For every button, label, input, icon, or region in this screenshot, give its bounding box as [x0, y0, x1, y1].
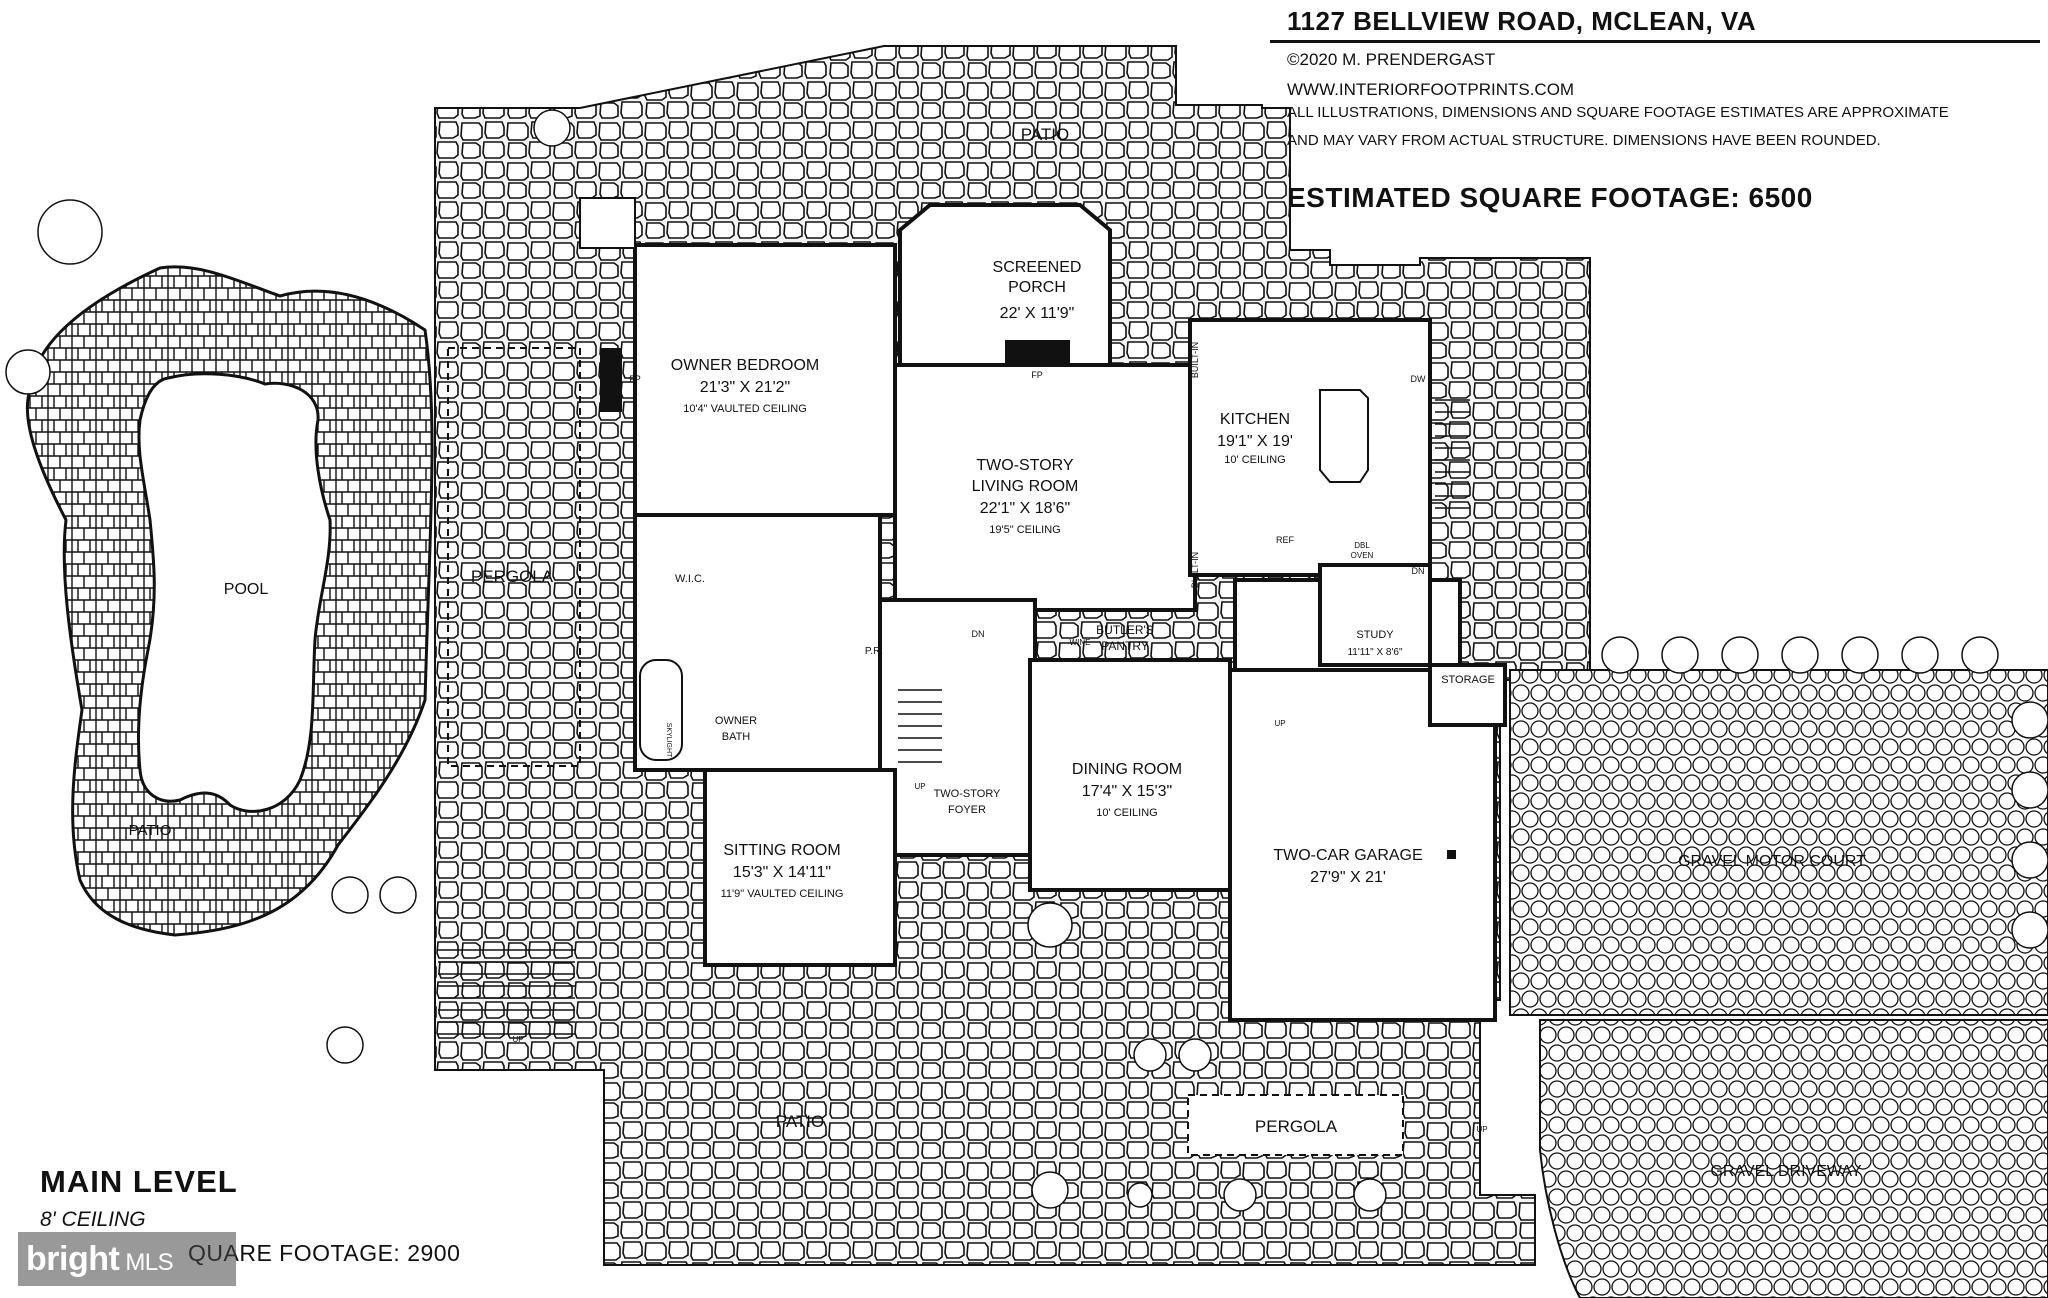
label-dw: DW [1411, 374, 1426, 384]
label-skylight: SKYLIGHT [665, 723, 672, 758]
fireplace-porch-hearth [1005, 340, 1070, 366]
label-owner-bedroom-dim: 21'3" X 21'2" [700, 379, 790, 396]
label-built-in-bottom: BUILT-IN [1190, 552, 1200, 588]
website-link[interactable]: WWW.INTERIORFOOTPRINTS.COM [1287, 80, 1575, 99]
header-rule [1270, 40, 2040, 43]
label-butlers-1: BUTLER'S [1096, 623, 1154, 637]
label-screened-porch: SCREENED [993, 259, 1082, 276]
label-dn-stair: DN [972, 629, 985, 639]
label-study: STUDY [1356, 629, 1394, 641]
pool-water [136, 372, 332, 813]
watermark-suffix: MLS [125, 1249, 174, 1276]
label-up-right: UP [1476, 1125, 1487, 1134]
stairs-left [438, 949, 575, 1035]
label-sitting-ceiling: 11'9" VAULTED CEILING [721, 888, 844, 900]
label-up-garage: UP [1274, 719, 1285, 728]
kitchen-island [1319, 389, 1369, 483]
label-owner-bath-2: BATH [722, 731, 751, 743]
label-living-1: TWO-STORY [976, 457, 1074, 474]
estimated-square-footage: ESTIMATED SQUARE FOOTAGE: 6500 [1287, 182, 1813, 213]
label-living-dim: 22'1" X 18'6" [980, 500, 1070, 517]
label-storage: STORAGE [1441, 674, 1495, 686]
disclaimer-line-1: ALL ILLUSTRATIONS, DIMENSIONS AND SQUARE… [1287, 104, 1949, 121]
label-patio-pool: PATIO [129, 822, 172, 839]
label-garage: TWO-CAR GARAGE [1273, 847, 1422, 864]
label-patio-top: PATIO [1021, 125, 1070, 144]
label-owner-bedroom-ceiling: 10'4" VAULTED CEILING [683, 403, 807, 415]
label-dbl-oven-2: OVEN [1351, 551, 1374, 560]
label-screened-porch-dim: 22' X 11'9" [1000, 305, 1075, 322]
label-gravel-court: GRAVEL MOTOR COURT [1678, 853, 1866, 870]
gravel-motor-court [1509, 669, 2048, 1016]
label-dining-dim: 17'4" X 15'3" [1082, 783, 1172, 800]
label-owner-bath-1: OWNER [715, 715, 757, 727]
label-up-left: UP [512, 1035, 523, 1044]
label-built-in-top: BUILT-IN [1190, 342, 1200, 378]
label-gravel-drive: GRAVEL DRIVEWAY [1710, 1163, 1861, 1180]
bathtub [639, 659, 683, 761]
label-owner-bedroom: OWNER BEDROOM [671, 357, 819, 374]
label-wic: W.I.C. [675, 573, 705, 585]
label-ref: REF [1276, 535, 1295, 545]
label-patio-bottom: PATIO [776, 1112, 825, 1131]
pergola-left [447, 347, 581, 767]
pergola-bottom [1187, 1094, 1404, 1156]
label-pool: POOL [224, 581, 269, 598]
copyright-notice: ©2020 M. PRENDERGAST [1287, 50, 1496, 69]
label-foyer-2: FOYER [948, 804, 986, 816]
disclaimer-line-2: AND MAY VARY FROM ACTUAL STRUCTURE. DIME… [1287, 132, 1881, 149]
property-address: 1127 BELLVIEW ROAD, MCLEAN, VA [1287, 6, 1757, 36]
label-dn-right: DN [1412, 566, 1425, 576]
label-dbl-oven-1: DBL [1354, 541, 1370, 550]
label-screened-porch-2: PORCH [1008, 279, 1066, 296]
fireplace-bedroom-hearth [600, 348, 622, 412]
label-kitchen-ceiling: 10' CEILING [1224, 454, 1285, 466]
label-garage-dim: 27'9" X 21' [1310, 869, 1386, 886]
stairs-right [1435, 399, 1470, 509]
label-butlers-2: PANTRY [1101, 639, 1149, 653]
label-up-foyer: UP [914, 782, 925, 791]
house-interior [633, 203, 1507, 1022]
label-kitchen-dim: 19'1" X 19' [1217, 433, 1293, 450]
gravel-driveway [1539, 1019, 2048, 1298]
garage-marker [1447, 850, 1456, 859]
label-fp-porch: FP [1031, 370, 1043, 380]
watermark-brand: bright [26, 1240, 120, 1278]
patio-top-strip [579, 197, 636, 249]
label-sitting: SITTING ROOM [723, 842, 840, 859]
label-pergola-left: PERGOLA [471, 567, 554, 586]
label-fp-bedroom: FP [629, 374, 641, 384]
label-wine: WINE [1070, 638, 1091, 647]
level-title: MAIN LEVEL [40, 1164, 238, 1199]
stairs-foyer [898, 689, 942, 763]
room-labels: PATIO SCREENED PORCH 22' X 11'9" OWNER B… [129, 125, 1867, 1180]
label-pr: P.R. [865, 646, 883, 657]
label-foyer-1: TWO-STORY [934, 788, 1001, 800]
label-study-dim: 11'11" X 8'6" [1347, 647, 1402, 658]
label-dining-ceiling: 10' CEILING [1096, 807, 1157, 819]
pool-area [25, 265, 434, 937]
label-sitting-dim: 15'3" X 14'11" [733, 864, 831, 881]
label-pergola-bottom: PERGOLA [1255, 1117, 1338, 1136]
label-living-2: LIVING ROOM [972, 478, 1079, 495]
level-ceiling: 8' CEILING [40, 1208, 146, 1231]
label-kitchen: KITCHEN [1220, 411, 1290, 428]
trees [5, 109, 2048, 1212]
label-living-ceiling: 19'5" CEILING [989, 524, 1060, 536]
label-dining: DINING ROOM [1072, 761, 1182, 778]
